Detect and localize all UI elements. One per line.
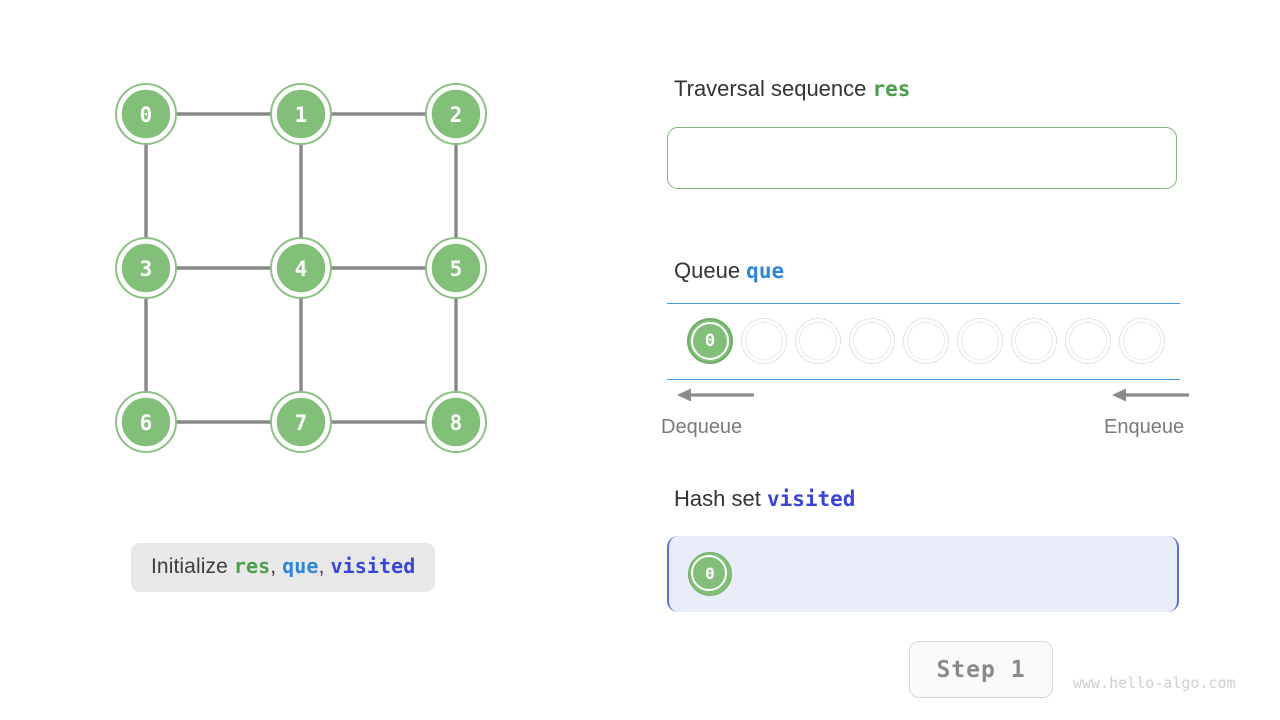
graph-node-fill xyxy=(119,87,173,141)
graph-node-label: 5 xyxy=(450,257,463,281)
graph-node-label: 0 xyxy=(140,103,153,127)
res-items xyxy=(668,128,1176,188)
graph-node-label: 3 xyxy=(140,257,153,281)
queue-slot xyxy=(953,312,1007,370)
graph-node-4[interactable]: 4 xyxy=(270,237,332,299)
graph-node-ring xyxy=(270,237,332,299)
visited-heading: Hash set visited xyxy=(674,486,855,512)
graph-node-ring xyxy=(270,83,332,145)
graph-node-ring xyxy=(425,83,487,145)
res-heading: Traversal sequence res xyxy=(674,76,910,102)
graph-node-label: 1 xyxy=(295,103,308,127)
queue-slot xyxy=(737,312,791,370)
queue-slot xyxy=(899,312,953,370)
graph-node-7[interactable]: 7 xyxy=(270,391,332,453)
graph-node-label: 7 xyxy=(295,411,308,435)
queue-slot xyxy=(1061,312,1115,370)
graph-node-label: 8 xyxy=(450,411,463,435)
queue-slot xyxy=(1007,312,1061,370)
queue-heading-text: Queue xyxy=(674,258,747,283)
graph-node-1[interactable]: 1 xyxy=(270,83,332,145)
watermark: www.hello-algo.com xyxy=(1073,674,1236,692)
caption-text: , xyxy=(270,555,283,578)
caption-chip: Initialize res, que, visited xyxy=(131,543,436,592)
step-badge: Step 1 xyxy=(909,641,1053,698)
visited-variable-name: visited xyxy=(766,487,856,511)
caption-text: Initialize xyxy=(151,555,234,578)
graph-node-fill xyxy=(274,395,328,449)
queue-slot xyxy=(1115,312,1169,370)
graph-node-5[interactable]: 5 xyxy=(425,237,487,299)
visited-heading-text: Hash set xyxy=(674,486,767,511)
queue-slot-empty xyxy=(957,318,1003,364)
queue-slot: 0 xyxy=(683,312,737,370)
queue-slot xyxy=(791,312,845,370)
graph-node-6[interactable]: 6 xyxy=(115,391,177,453)
visited-node: 0 xyxy=(688,552,732,596)
graph-node-label: 2 xyxy=(450,103,463,127)
graph-node-label: 4 xyxy=(295,257,308,281)
queue-slot xyxy=(845,312,899,370)
queue-slot-empty xyxy=(1011,318,1057,364)
graph-node-fill xyxy=(274,241,328,295)
queue-slot-empty xyxy=(849,318,895,364)
state-panel: Traversal sequence res Queue que 0 Deque… xyxy=(620,0,1280,720)
graph-node-fill xyxy=(429,241,483,295)
caption-token-res: res xyxy=(233,554,271,578)
graph-node-fill xyxy=(429,87,483,141)
graph-diagram: 0 1 2 3 4 5 6 7 8 xyxy=(115,83,487,453)
queue-node: 0 xyxy=(687,318,733,364)
graph-node-fill xyxy=(119,241,173,295)
graph-node-ring xyxy=(270,391,332,453)
graph-node-8[interactable]: 8 xyxy=(425,391,487,453)
queue-slot-empty xyxy=(903,318,949,364)
queue-rail-top xyxy=(667,303,1180,304)
queue-area: 0 xyxy=(667,303,1180,383)
graph-node-3[interactable]: 3 xyxy=(115,237,177,299)
visited-node-label: 0 xyxy=(705,564,715,583)
graph-node-2[interactable]: 2 xyxy=(425,83,487,145)
queue-rail-bottom xyxy=(667,379,1180,380)
visited-box: 0 xyxy=(667,536,1179,612)
queue-variable-name: que xyxy=(746,259,785,283)
graph-node-ring xyxy=(115,83,177,145)
graph-node-fill xyxy=(119,395,173,449)
dequeue-label: Dequeue xyxy=(661,416,743,438)
graph-panel: 0 1 2 3 4 5 6 7 8 Initialize res, que, visited xyxy=(0,0,620,720)
graph-node-ring xyxy=(425,391,487,453)
queue-slot-empty xyxy=(795,318,841,364)
graph-node-0[interactable]: 0 xyxy=(115,83,177,145)
res-heading-text: Traversal sequence xyxy=(674,76,873,101)
enqueue-arrow-icon xyxy=(1112,388,1189,402)
caption-text: , xyxy=(318,555,331,578)
graph-node-layer: 0 1 2 3 4 5 6 7 8 xyxy=(115,83,487,453)
queue-slot-empty xyxy=(741,318,787,364)
queue-slot-empty xyxy=(1119,318,1165,364)
graph-edge-layer xyxy=(144,112,458,424)
graph-node-label: 6 xyxy=(140,411,153,435)
graph-node-ring xyxy=(425,237,487,299)
enqueue-label: Enqueue xyxy=(1104,416,1185,438)
graph-node-fill xyxy=(274,87,328,141)
caption-token-que: que xyxy=(282,554,319,578)
dequeue-arrow-icon xyxy=(677,388,754,402)
queue-slots: 0 xyxy=(683,312,1169,370)
res-box xyxy=(667,127,1177,189)
queue-slot-empty xyxy=(1065,318,1111,364)
graph-node-ring xyxy=(115,391,177,453)
graph-node-ring xyxy=(115,237,177,299)
graph-node-fill xyxy=(429,395,483,449)
queue-node-label: 0 xyxy=(704,330,716,351)
caption-token-visited: visited xyxy=(330,554,416,578)
res-variable-name: res xyxy=(872,77,911,101)
queue-heading: Queue que xyxy=(674,258,784,284)
